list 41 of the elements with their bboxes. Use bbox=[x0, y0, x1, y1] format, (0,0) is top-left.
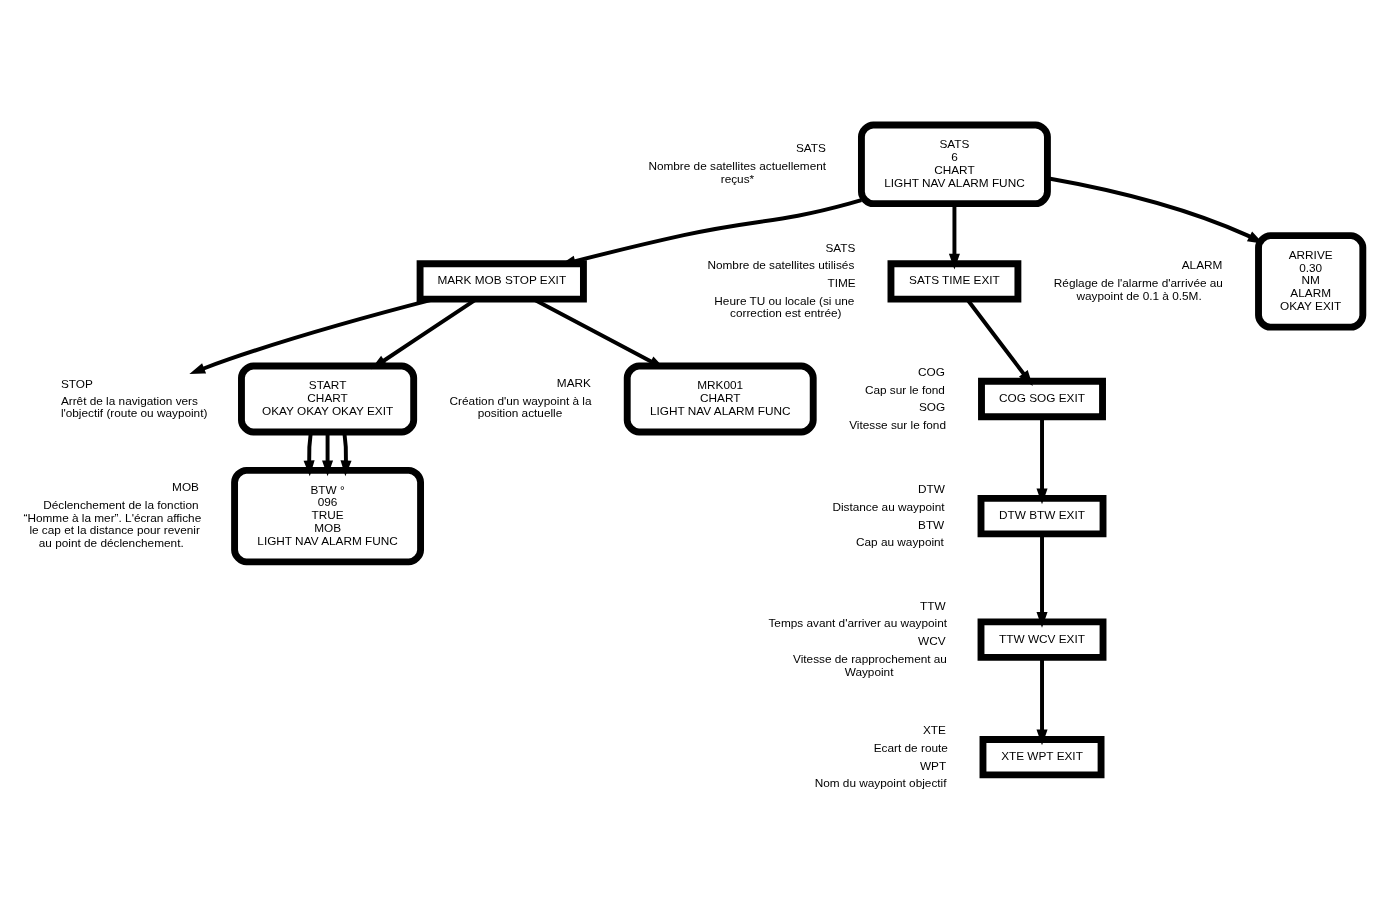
node-label: Cap sur le fond bbox=[864, 382, 945, 397]
node-label: Réglage de l'alarme d'arrivée au waypoint de 0.1 à 0.5M. bbox=[1053, 275, 1223, 303]
node-box: MARK MOB STOP EXIT bbox=[416, 259, 587, 303]
node-label: Heure TU ou locale (si une correction est entrée) bbox=[714, 293, 855, 320]
node-label: COG bbox=[918, 364, 945, 379]
node-label: Temps avant d'arriver au waypoint bbox=[768, 615, 948, 630]
node-label: Vitesse de rapprochement au Waypoint bbox=[793, 651, 947, 679]
node-label: WPT bbox=[919, 758, 947, 773]
node-label: TTW bbox=[919, 598, 946, 613]
node-box: DTW BTW EXIT bbox=[977, 494, 1107, 537]
node-box: XTE WPT EXIT bbox=[979, 735, 1105, 778]
node-label: SOG bbox=[919, 399, 946, 414]
node-label: Nom du waypoint objectif bbox=[814, 775, 947, 790]
node-label: MOB bbox=[172, 479, 199, 494]
node-label: XTE bbox=[922, 722, 946, 737]
node-label: Nombre de satellites utilisés bbox=[707, 257, 855, 272]
node-label: BTW bbox=[918, 517, 945, 532]
node-box: SATS TIME EXIT bbox=[887, 259, 1022, 303]
node-box: BTW ° 096 TRUE MOB LIGHT NAV ALARM FUNC bbox=[231, 466, 424, 565]
node-label: Déclenchement de la fonction “Homme à la mer”. L'écran affiche le cap et la distance pour revenir au point de déclenchement. bbox=[23, 497, 202, 550]
node-box: MRK001 CHART LIGHT NAV ALARM FUNC bbox=[623, 362, 817, 435]
node-label: Nombre de satellites actuellement reçus* bbox=[648, 158, 827, 186]
node-label: Distance au waypoint bbox=[832, 499, 945, 514]
node-box: ARRIVE 0.30 NM ALARM OKAY EXIT bbox=[1255, 231, 1367, 331]
node-label: SATS bbox=[825, 239, 856, 254]
node-label: TIME bbox=[827, 275, 856, 290]
node-box: TTW WCV EXIT bbox=[977, 617, 1107, 661]
arrow bbox=[1047, 175, 1264, 244]
node-box: COG SOG EXIT bbox=[978, 377, 1106, 420]
node-label: Vitesse sur le fond bbox=[849, 417, 946, 432]
node-label: MARK bbox=[556, 375, 591, 390]
node-box: SATS 6 CHART LIGHT NAV ALARM FUNC bbox=[858, 121, 1051, 207]
node-label: WCV bbox=[918, 633, 946, 648]
node-label: Cap au waypoint bbox=[856, 534, 944, 549]
node-label: Création d'un waypoint à la position actuelle bbox=[449, 393, 592, 420]
node-label: Ecart de route bbox=[873, 740, 948, 755]
node-text: STOP Arrêt de la navigation vers l'objectif (route ou waypoint) bbox=[60, 376, 208, 420]
node-label: ALARM bbox=[1181, 257, 1223, 272]
node-label: SATS bbox=[795, 140, 826, 155]
node-label: DTW bbox=[918, 481, 945, 496]
node-box: START CHART OKAY OKAY OKAY EXIT bbox=[238, 362, 418, 435]
